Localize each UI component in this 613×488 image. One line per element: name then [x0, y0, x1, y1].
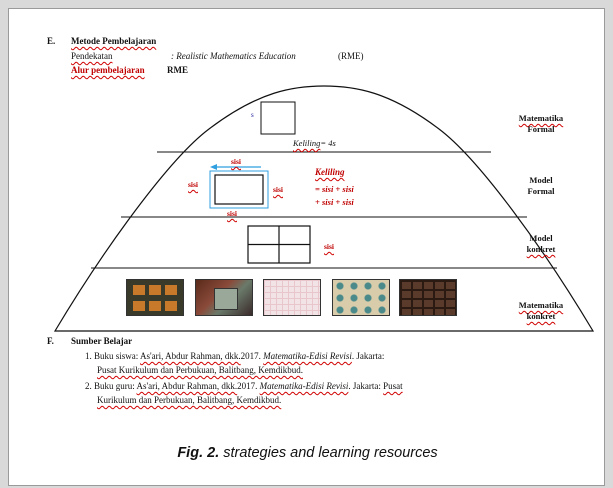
- approach-abbr: (RME): [338, 51, 364, 61]
- source-item-2-line2: Kurikulum dan Perbukuan, Balitbang, Kemd…: [97, 395, 282, 405]
- pyramid-outline: [53, 85, 595, 332]
- model-formal-blue-frame: [209, 170, 269, 209]
- flow-heading: Alur pembelajaran: [71, 65, 145, 75]
- model-formal-arrowhead: [210, 164, 217, 170]
- section-f-letter: F.: [47, 336, 54, 346]
- side-label-left: sisi: [188, 180, 199, 189]
- figure-caption: Fig. 2. strategies and learning resource…: [9, 445, 606, 461]
- keliling-title: Keliling: [315, 167, 345, 177]
- photo-chocolate-tray: [126, 279, 184, 316]
- photo-window-grid: [399, 279, 457, 316]
- side-label-right: sisi: [273, 185, 284, 194]
- source-item-1-line2: Pusat Kurikulum dan Perbukuan, Balitbang…: [97, 365, 303, 375]
- document-page: E. Metode Pembelajaran Pendekatan : Real…: [8, 8, 605, 486]
- photo-tiled-floor: [332, 279, 390, 316]
- flow-heading-rme: RME: [167, 65, 188, 75]
- photo-box-objects: [195, 279, 253, 316]
- figure-caption-text: strategies and learning resources: [223, 445, 438, 461]
- rme-pyramid: [53, 85, 595, 332]
- photo-grid-paper: [263, 279, 321, 316]
- source-item-1-line1: 1. Buku siswa: As'ari, Abdur Rahman, dkk…: [85, 351, 385, 361]
- figure-number: Fig. 2.: [177, 445, 220, 461]
- model-formal-square: [214, 174, 264, 205]
- section-e-heading: Metode Pembelajaran: [71, 36, 157, 46]
- side-label-bottom: sisi: [227, 209, 238, 218]
- keliling-formula-line2: + sisi + sisi: [315, 197, 354, 207]
- keliling-formula-line1: = sisi + sisi: [315, 184, 354, 194]
- model-konkret-side-label: sisi: [324, 242, 335, 251]
- formal-square-label: s: [251, 111, 254, 119]
- formal-formula: Keliling= 4s: [293, 138, 336, 148]
- side-label-top: sisi: [231, 157, 242, 166]
- section-e-letter: E.: [47, 36, 56, 46]
- formal-square: [260, 101, 296, 135]
- approach-label: Pendekatan: [71, 51, 113, 61]
- source-item-2-line1: 2. Buku guru: As'ari, Abdur Rahman, dkk.…: [85, 381, 403, 391]
- approach-value: : Realistic Mathematics Education: [171, 51, 296, 61]
- section-f-heading: Sumber Belajar: [71, 336, 133, 346]
